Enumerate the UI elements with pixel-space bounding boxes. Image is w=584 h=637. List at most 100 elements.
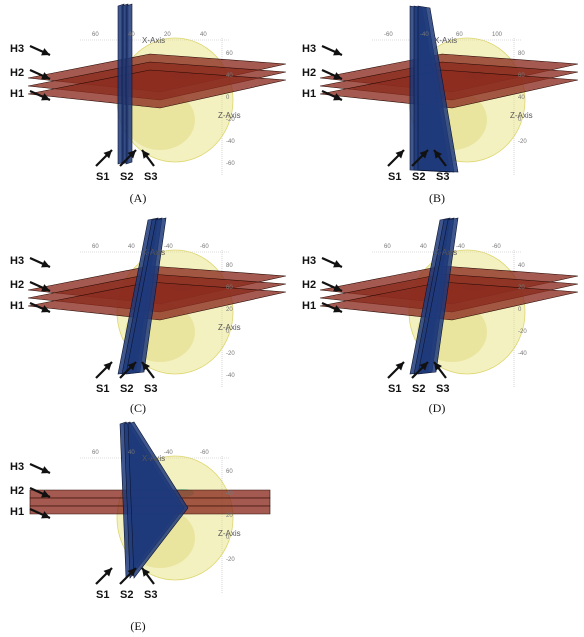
tick-side-5: -40 (226, 373, 235, 379)
s-arrow-s2 (411, 361, 429, 379)
s-label-s3: S3 (144, 589, 157, 601)
s-label-s3: S3 (436, 383, 449, 395)
s-arrow-s1-head (103, 568, 112, 577)
h-arrow-h2-head (41, 72, 50, 80)
s-label-s2: S2 (120, 383, 133, 395)
tick-side-0: 40 (518, 263, 525, 269)
h-arrow-h2-head (333, 72, 342, 80)
tick-top-0: 60 (92, 244, 99, 250)
h-label-h2: H2 (302, 67, 316, 79)
tick-top-0: 60 (92, 32, 99, 38)
h-arrow-h1 (29, 89, 51, 102)
axis-label-1: Z-Axis (218, 529, 241, 538)
s-arrow-s1-head (103, 150, 112, 159)
tick-top-1: -40 (420, 32, 429, 38)
h-label-h3: H3 (302, 255, 316, 267)
tick-top-2: 20 (164, 32, 171, 38)
h-label-h3: H3 (10, 461, 24, 473)
s-arrow-s3-head (434, 150, 442, 159)
tick-side-0: 80 (226, 263, 233, 269)
tick-top-2: -40 (456, 244, 465, 250)
s-arrow-s3-head (142, 568, 150, 577)
h-label-h1: H1 (302, 88, 316, 100)
tick-top-3: 100 (492, 32, 503, 38)
tick-side-4: -40 (518, 351, 527, 357)
s-label-s1: S1 (388, 171, 401, 183)
axis-label-0: X-Axis (434, 36, 457, 45)
h-label-h1: H1 (302, 300, 316, 312)
s-arrow-s1 (95, 149, 113, 167)
h-arrow-h2-head (333, 284, 342, 292)
s-arrow-s1-head (395, 150, 404, 159)
caption-d: (D) (429, 401, 446, 415)
h-arrow-h1-head (41, 305, 50, 313)
h-arrow-h3 (29, 44, 51, 57)
h-arrow-h2 (321, 280, 343, 293)
s-arrow-s1 (95, 361, 113, 379)
tick-top-0: -60 (384, 32, 393, 38)
tick-side-3: -20 (226, 117, 235, 123)
s-label-s3: S3 (436, 171, 449, 183)
s-arrow-s1 (387, 361, 405, 379)
tick-side-0: 80 (518, 51, 525, 57)
s-arrow-s2-head (127, 362, 136, 371)
s-arrow-s3-head (142, 362, 150, 371)
horizontal-plane-1 (27, 69, 287, 109)
h-arrow-h1-head (333, 305, 342, 313)
s-arrow-s2-head (419, 362, 428, 371)
s-label-s1: S1 (388, 383, 401, 395)
h-label-h3: H3 (10, 43, 24, 55)
h-arrow-h3 (29, 462, 51, 475)
h-arrow-h1 (29, 507, 51, 520)
h-arrow-h2 (29, 68, 51, 81)
tick-side-3: 0 (518, 117, 522, 123)
sagittal-plane-3 (125, 217, 167, 375)
h-arrow-h3-head (41, 466, 50, 474)
s-arrow-s3-head (434, 362, 442, 371)
s-label-s1: S1 (96, 383, 109, 395)
s-arrow-s2-head (419, 150, 428, 159)
tick-top-1: 40 (128, 450, 135, 456)
h-arrow-h3 (321, 44, 343, 57)
s-label-s3: S3 (144, 171, 157, 183)
h-arrow-h2 (29, 280, 51, 293)
s-arrow-s3-head (142, 150, 150, 159)
s-arrow-s3 (141, 567, 155, 585)
tick-side-0: 60 (226, 51, 233, 57)
tick-top-0: 60 (92, 450, 99, 456)
s-label-s1: S1 (96, 171, 109, 183)
sagittal-plane-3 (417, 217, 459, 375)
tick-top-0: 60 (384, 244, 391, 250)
h-label-h2: H2 (10, 67, 24, 79)
tick-side-1: 20 (518, 285, 525, 291)
tick-side-1: 40 (226, 73, 233, 79)
h-label-h3: H3 (302, 43, 316, 55)
s-arrow-s1-head (103, 362, 112, 371)
axis-label-1: Z-Axis (218, 323, 241, 332)
h-arrow-h1-head (41, 511, 50, 519)
s-label-s3: S3 (144, 383, 157, 395)
tick-side-3: 0 (226, 535, 230, 541)
caption-b: (B) (429, 191, 445, 205)
s-arrow-s2 (119, 361, 137, 379)
tick-top-3: -60 (200, 450, 209, 456)
tick-side-5: -60 (226, 161, 235, 167)
tick-side-4: -40 (226, 139, 235, 145)
h-label-h1: H1 (10, 506, 24, 518)
s-arrow-s1 (387, 149, 405, 167)
h-label-h2: H2 (10, 279, 24, 291)
tick-side-0: 60 (226, 469, 233, 475)
h-arrow-h3 (29, 256, 51, 269)
tick-side-2: 40 (518, 95, 525, 101)
tick-side-4: -20 (226, 351, 235, 357)
s-arrow-s3 (433, 149, 447, 167)
h-arrow-h3-head (41, 48, 50, 56)
tick-side-2: 0 (226, 95, 230, 101)
tick-side-1: 60 (518, 73, 525, 79)
tick-side-4: -20 (226, 557, 235, 563)
h-arrow-h3 (321, 256, 343, 269)
h-arrow-h1 (321, 89, 343, 102)
